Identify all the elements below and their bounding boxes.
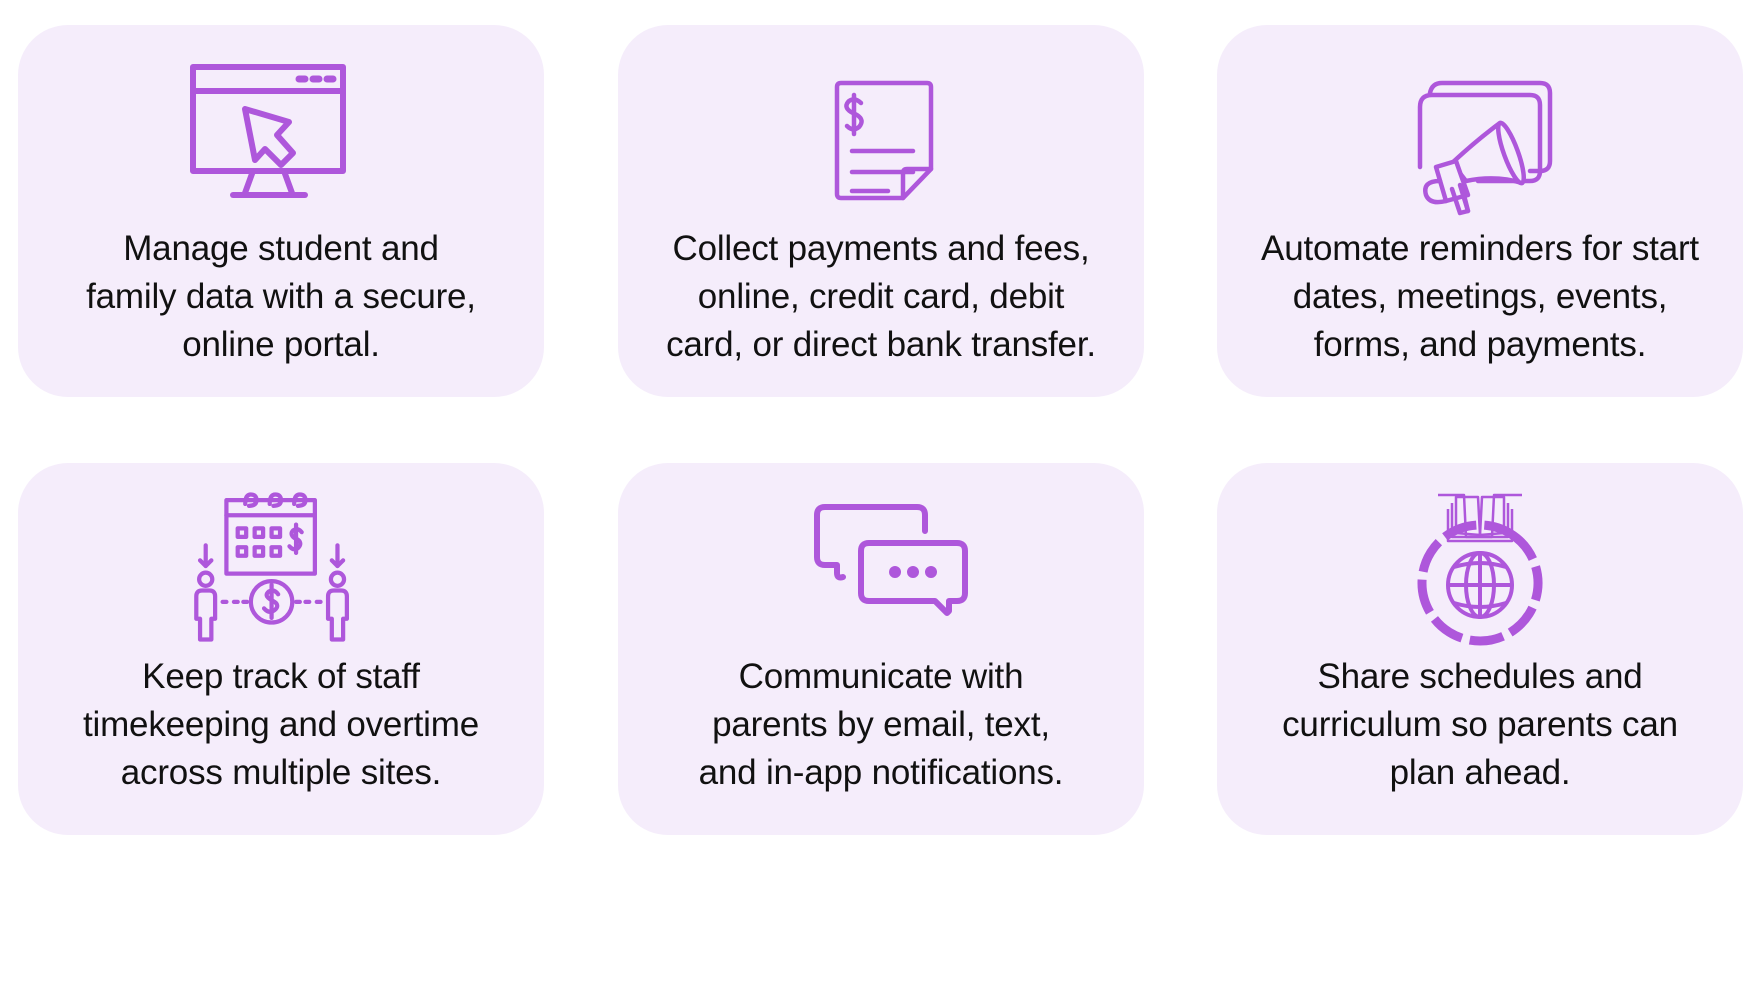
description-line: curriculum so parents can [1282,705,1678,744]
feature-description: Keep track of staff timekeeping and over… [38,653,524,797]
description-line: and in-app notifications. [698,753,1064,792]
description-line: online, credit card, debit [697,277,1065,316]
description-line: Communicate with [738,657,1024,696]
feature-card-staff-timekeeping: Keep track of staff timekeeping and over… [18,463,544,835]
monitor-cursor-icon [181,57,381,217]
description-line: Manage student and [123,229,439,268]
description-line: Automate reminders for start [1261,229,1699,268]
description-line: card, or direct bank transfer. [666,325,1096,364]
feature-card-schedules-curriculum: Share schedules and curriculum so parent… [1217,463,1743,835]
description-line: Collect payments and fees, [672,229,1090,268]
description-line: across multiple sites. [120,753,442,792]
invoice-dollar-icon [781,57,981,217]
feature-description: Automate reminders for start dates, meet… [1237,225,1723,369]
description-line: Share schedules and [1317,657,1643,696]
description-line: plan ahead. [1389,753,1571,792]
description-line: Keep track of staff [142,657,420,696]
feature-description: Manage student and family data with a se… [38,225,524,369]
feature-description: Collect payments and fees, online, credi… [638,225,1124,369]
book-globe-icon [1380,489,1580,659]
feature-card-student-data: Manage student and family data with a se… [18,25,544,397]
feature-description: Share schedules and curriculum so parent… [1237,653,1723,797]
calendar-payroll-staff-icon [181,487,381,647]
megaphone-icon [1380,57,1580,217]
description-line: dates, meetings, events, [1292,277,1668,316]
feature-card-reminders: Automate reminders for start dates, meet… [1217,25,1743,397]
chat-bubbles-icon [781,495,981,655]
description-line: online portal. [182,325,380,364]
feature-card-communication: Communicate with parents by email, text,… [618,463,1144,835]
description-line: family data with a secure, [86,277,476,316]
description-line: forms, and payments. [1313,325,1647,364]
feature-description: Communicate with parents by email, text,… [638,653,1124,797]
description-line: parents by email, text, [712,705,1050,744]
description-line: timekeeping and overtime [83,705,479,744]
feature-card-payments: Collect payments and fees, online, credi… [618,25,1144,397]
